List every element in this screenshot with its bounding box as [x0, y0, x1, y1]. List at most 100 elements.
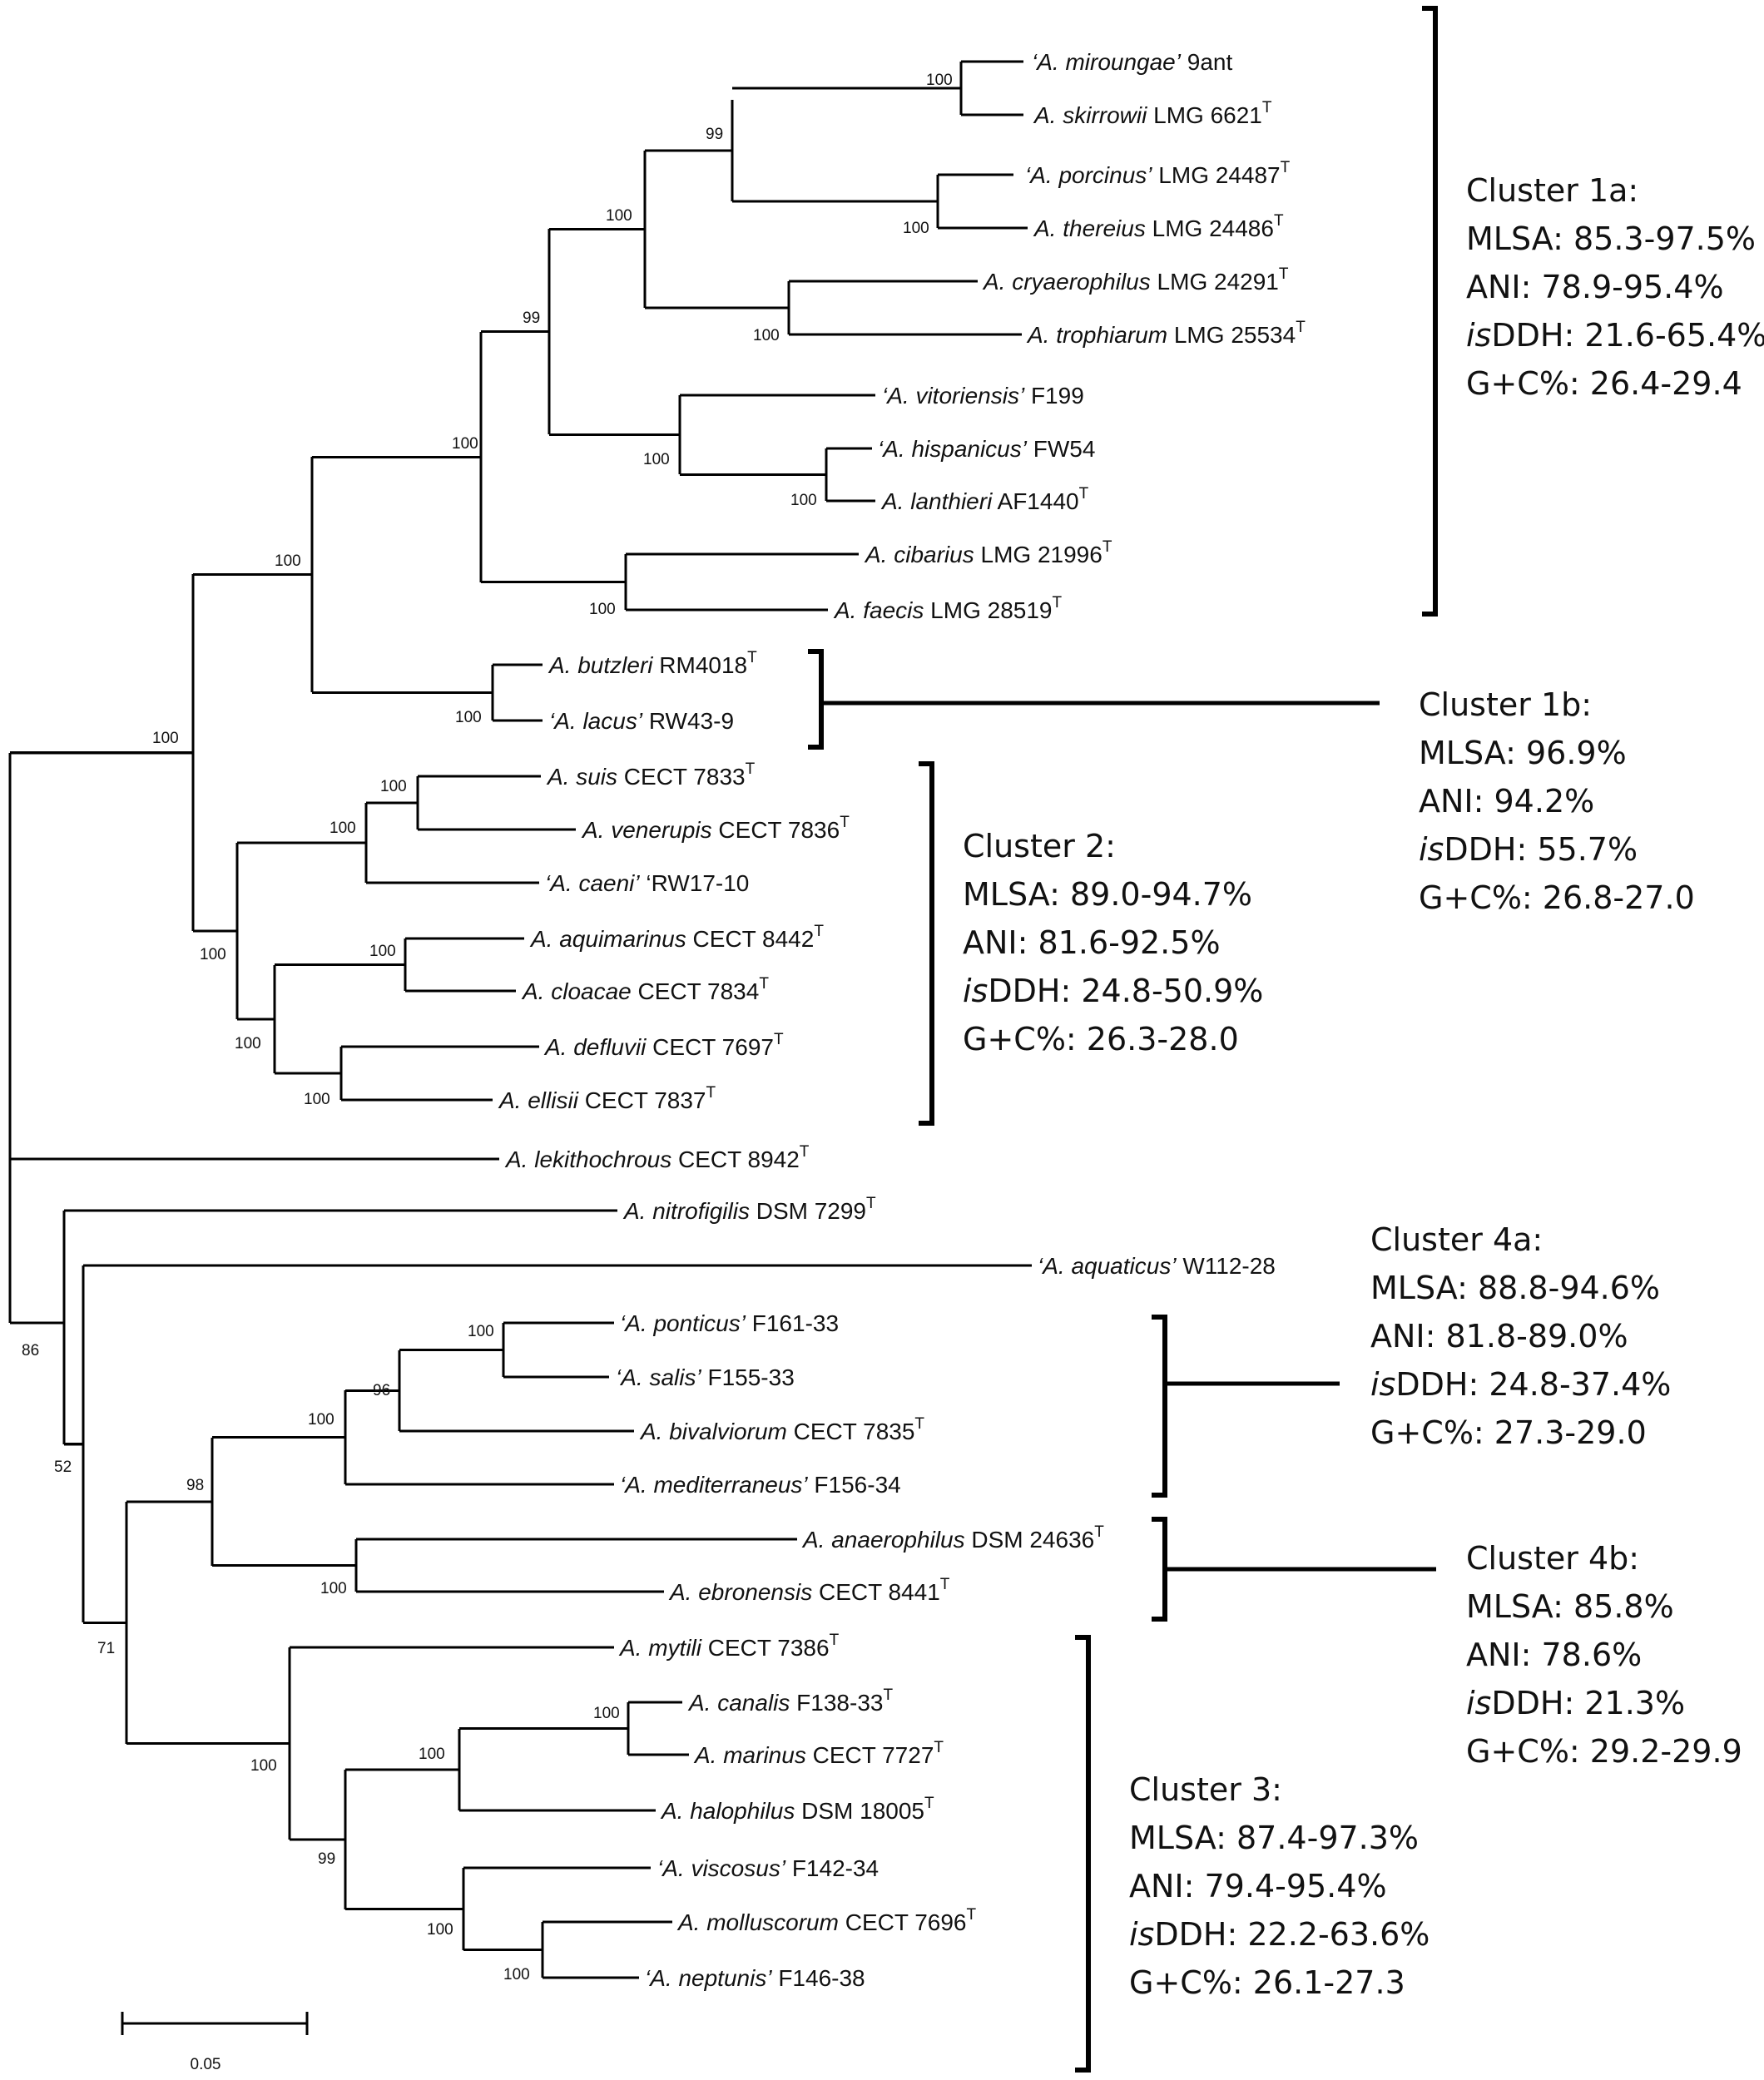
taxon-label-cae: ‘A. caeni’ ‘RW17-10 [545, 870, 749, 896]
type-strain-mark: T [706, 1084, 716, 1102]
taxon-name: ‘A. viscosus’ [657, 1855, 786, 1881]
cluster-stat: G+C%: 26.3-28.0 [963, 1021, 1239, 1057]
cluster-title: Cluster 1b: [1419, 686, 1592, 723]
taxon-name: A. lekithochrous [504, 1146, 671, 1172]
type-strain-mark: T [934, 1739, 944, 1756]
cluster-title: Cluster 4a: [1370, 1221, 1543, 1258]
taxon-label-sal: ‘A. salis’ F155-33 [616, 1364, 795, 1390]
bootstrap-n_c1: 99 [706, 126, 723, 143]
taxon-label-nit: A. nitrofigilis DSM 7299T [622, 1195, 876, 1224]
taxon-name: ‘A. porcinus’ [1025, 162, 1152, 188]
taxon-name: A. defluvii [543, 1034, 647, 1060]
bootstrap-n_4a: 100 [308, 1411, 334, 1429]
strain-name: F156-34 [808, 1472, 901, 1498]
type-strain-mark: T [924, 1795, 934, 1812]
strain-name: CECT 8441 [812, 1579, 940, 1605]
cluster-title: Cluster 1a: [1466, 172, 1638, 209]
cluster-stat: MLSA: 85.8% [1466, 1588, 1674, 1625]
isddh-prefix: is [1370, 1366, 1395, 1403]
taxon-name: ‘A. vitoriensis’ [882, 383, 1025, 409]
cluster-stat: G+C%: 26.8-27.0 [1419, 879, 1695, 916]
cluster-stat: isDDH: 55.7% [1419, 831, 1638, 868]
bootstrap-n_c2: 100 [200, 946, 226, 963]
taxon-name: ‘A. hispanicus’ [878, 436, 1028, 462]
taxon-name: ‘A. lacus’ [549, 708, 643, 734]
type-strain-mark: T [747, 649, 757, 666]
taxon-name: ‘A. salis’ [616, 1364, 701, 1390]
isddh-value: DDH: 24.8-50.9% [988, 973, 1263, 1009]
strain-name: ‘RW17-10 [640, 870, 750, 896]
taxon-label-lek: A. lekithochrous CECT 8942T [504, 1143, 810, 1172]
bootstrap-n_cry_tro: 100 [753, 327, 780, 344]
strain-name: CECT 7834 [632, 978, 760, 1004]
taxon-label-mir: ‘A. miroungae’ 9ant [1032, 49, 1232, 75]
taxon-name: A. ellisii [498, 1087, 579, 1113]
cluster-stat: MLSA: 88.8-94.6% [1370, 1270, 1660, 1306]
taxon-name: A. molluscorum [676, 1909, 839, 1935]
taxon-name: A. aquimarinus [529, 926, 686, 952]
strain-name: CECT 7697 [646, 1034, 774, 1060]
cluster-c2: Cluster 2: MLSA: 89.0-94.7% ANI: 81.6-92.5… [963, 828, 1263, 1057]
cluster-stat: ANI: 78.9-95.4% [1466, 269, 1724, 305]
taxon-label-ell: A. ellisii CECT 7837T [498, 1084, 716, 1113]
type-strain-mark: T [1262, 99, 1272, 116]
bracket-c4b [1152, 1517, 1167, 1622]
bootstrap-n_4: 98 [186, 1477, 204, 1494]
bootstrap-n_1a: 100 [452, 435, 478, 453]
bootstrap-n_can_mar: 100 [593, 1705, 620, 1722]
bracket-c1b [808, 649, 824, 750]
bootstrap-values: 1001001009910010010099100100100100100100… [22, 72, 953, 1983]
cluster-title: Cluster 4b: [1466, 1540, 1639, 1577]
taxon-name: A. cryaerophilus [982, 269, 1151, 295]
taxon-label-fae: A. faecis LMG 28519T [833, 594, 1063, 623]
taxon-name: A. butzleri [548, 652, 653, 678]
bracket-c3 [1075, 1635, 1091, 2073]
type-strain-mark: T [1296, 319, 1306, 336]
strain-name: CECT 7696 [839, 1909, 967, 1935]
type-strain-mark: T [1274, 212, 1284, 230]
taxon-label-por: ‘A. porcinus’ LMG 24487T [1025, 159, 1291, 188]
bracket-c1a [1422, 6, 1438, 617]
type-strain-mark: T [1102, 538, 1112, 556]
strain-name: F155-33 [701, 1364, 795, 1390]
isddh-value: DDH: 22.2-63.6% [1154, 1916, 1430, 1953]
cluster-stat: G+C%: 27.3-29.0 [1370, 1414, 1647, 1451]
taxon-label-ebr: A. ebronensis CECT 8441T [668, 1576, 950, 1605]
type-strain-mark: T [883, 1686, 893, 1704]
taxon-label-vit: ‘A. vitoriensis’ F199 [882, 383, 1084, 409]
cluster-c4b: Cluster 4b:MLSA: 85.8%ANI: 78.6%isDDH: 2… [1466, 1540, 1742, 1770]
cluster-stat: isDDH: 24.8-37.4% [1370, 1366, 1671, 1403]
bootstrap-n_c1_all: 100 [275, 552, 301, 570]
strain-name: CECT 7837 [578, 1087, 706, 1113]
isddh-prefix: is [963, 973, 988, 1009]
taxon-label-sui: A. suis CECT 7833T [546, 760, 756, 790]
type-strain-mark: T [866, 1195, 876, 1212]
bootstrap-n_3_inner: 99 [318, 1850, 335, 1868]
type-strain-mark: T [830, 1632, 840, 1649]
taxon-label-aqm: A. aquimarinus CECT 8442T [529, 923, 824, 952]
taxon-label-mol: A. molluscorum CECT 7696T [676, 1906, 977, 1935]
bootstrap-n_vmn: 100 [427, 1921, 453, 1939]
taxon-label-ana: A. anaerophilus DSM 24636T [801, 1523, 1104, 1553]
bootstrap-n_aqt: 52 [54, 1458, 72, 1476]
strain-name: LMG 6621 [1147, 102, 1262, 128]
taxon-name: A. venerupis [581, 817, 712, 843]
taxon-name: ‘A. miroungae’ [1032, 49, 1182, 75]
taxon-name: ‘A. caeni’ [545, 870, 640, 896]
taxon-name: A. thereius [1033, 215, 1146, 241]
taxon-name: A. faecis [833, 597, 924, 623]
bootstrap-n_mir_ski: 100 [926, 72, 953, 89]
taxon-name: A. halophilus [660, 1798, 795, 1824]
type-strain-mark: T [774, 1031, 784, 1048]
taxon-name: A. canalis [687, 1690, 790, 1716]
cluster-title: Cluster 2: [963, 828, 1116, 864]
bootstrap-n_1a_top: 100 [606, 207, 632, 225]
cluster-stat: ANI: 81.6-92.5% [963, 924, 1221, 961]
cluster-stat: MLSA: 89.0-94.7% [963, 876, 1252, 913]
strain-name: CECT 7835 [787, 1419, 915, 1444]
cluster-stat: isDDH: 21.6-65.4% [1466, 317, 1764, 354]
taxon-name: ‘A. ponticus’ [620, 1310, 746, 1336]
strain-name: LMG 28519 [924, 597, 1052, 623]
